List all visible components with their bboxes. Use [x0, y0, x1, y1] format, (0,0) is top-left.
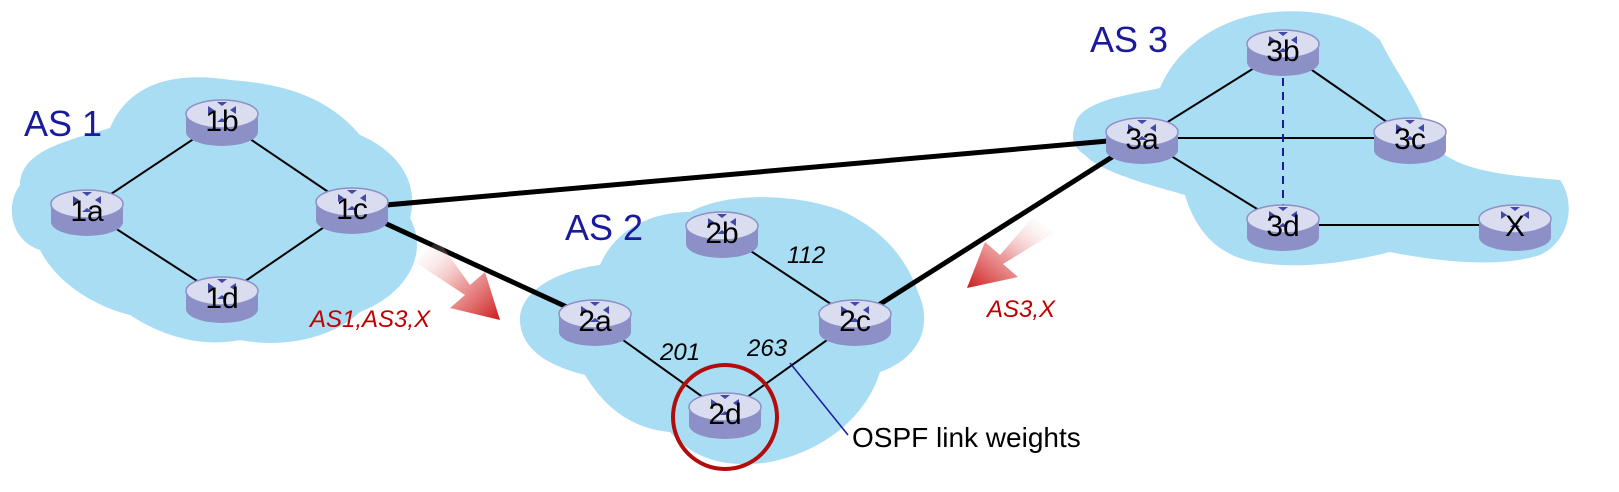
ebgp-link-2c-3a — [853, 135, 1144, 323]
routers: 1a 1b 1c 1d 2a 2b 2c 2d 3a 3b 3c 3d X — [50, 29, 1552, 440]
callout-line — [789, 362, 849, 436]
router-3d: 3d — [1246, 204, 1320, 252]
router-label-1b: 1b — [205, 105, 238, 138]
as2-label: AS 2 — [565, 207, 643, 248]
router-label-3d: 3d — [1266, 210, 1299, 243]
router-2d: 2d — [688, 392, 762, 440]
router-2c: 2c — [818, 299, 892, 347]
advertisement-arrow-as3-to-as2 — [967, 218, 1055, 288]
router-label-X: X — [1505, 210, 1525, 243]
weight-2b-2c: 112 — [787, 242, 825, 269]
router-label-2b: 2b — [705, 217, 738, 250]
router-label-1c: 1c — [336, 193, 368, 226]
advertisement-arrows — [415, 218, 1055, 320]
router-label-1a: 1a — [70, 195, 104, 228]
as-clouds — [11, 11, 1569, 465]
callout-label: OSPF link weights — [852, 422, 1081, 453]
as1-cloud — [11, 77, 417, 343]
router-label-3c: 3c — [1394, 123, 1426, 156]
router-label-3a: 3a — [1125, 123, 1159, 156]
router-label-3b: 3b — [1266, 35, 1299, 68]
router-3a: 3a — [1105, 117, 1179, 165]
router-1b: 1b — [185, 99, 259, 147]
as2-cloud — [519, 197, 925, 465]
router-1d: 1d — [185, 276, 259, 324]
router-3c: 3c — [1373, 117, 1447, 165]
ebgp-link-1c-2a — [350, 205, 597, 323]
advertisement-arrow-as1-to-as2 — [415, 240, 500, 320]
router-X: X — [1478, 204, 1552, 252]
highlight-circle-2d — [671, 363, 779, 471]
as1-label: AS 1 — [24, 103, 102, 144]
advertised-path-from-as1: AS1,AS3,X — [308, 306, 431, 333]
router-2a: 2a — [558, 299, 632, 347]
weight-2d-2c: 263 — [746, 335, 788, 362]
router-label-2d: 2d — [708, 398, 741, 431]
advertised-path-from-as3: AS3,X — [985, 296, 1056, 323]
router-label-2c: 2c — [839, 305, 871, 338]
weight-2a-2d: 201 — [659, 339, 700, 366]
router-label-1d: 1d — [205, 282, 238, 315]
ebgp-link-1c-3a — [351, 135, 1143, 211]
router-1c: 1c — [315, 187, 389, 235]
router-2b: 2b — [685, 211, 759, 259]
router-label-2a: 2a — [578, 305, 612, 338]
router-1a: 1a — [50, 189, 124, 237]
as3-label: AS 3 — [1090, 19, 1168, 60]
router-3b: 3b — [1246, 29, 1320, 77]
